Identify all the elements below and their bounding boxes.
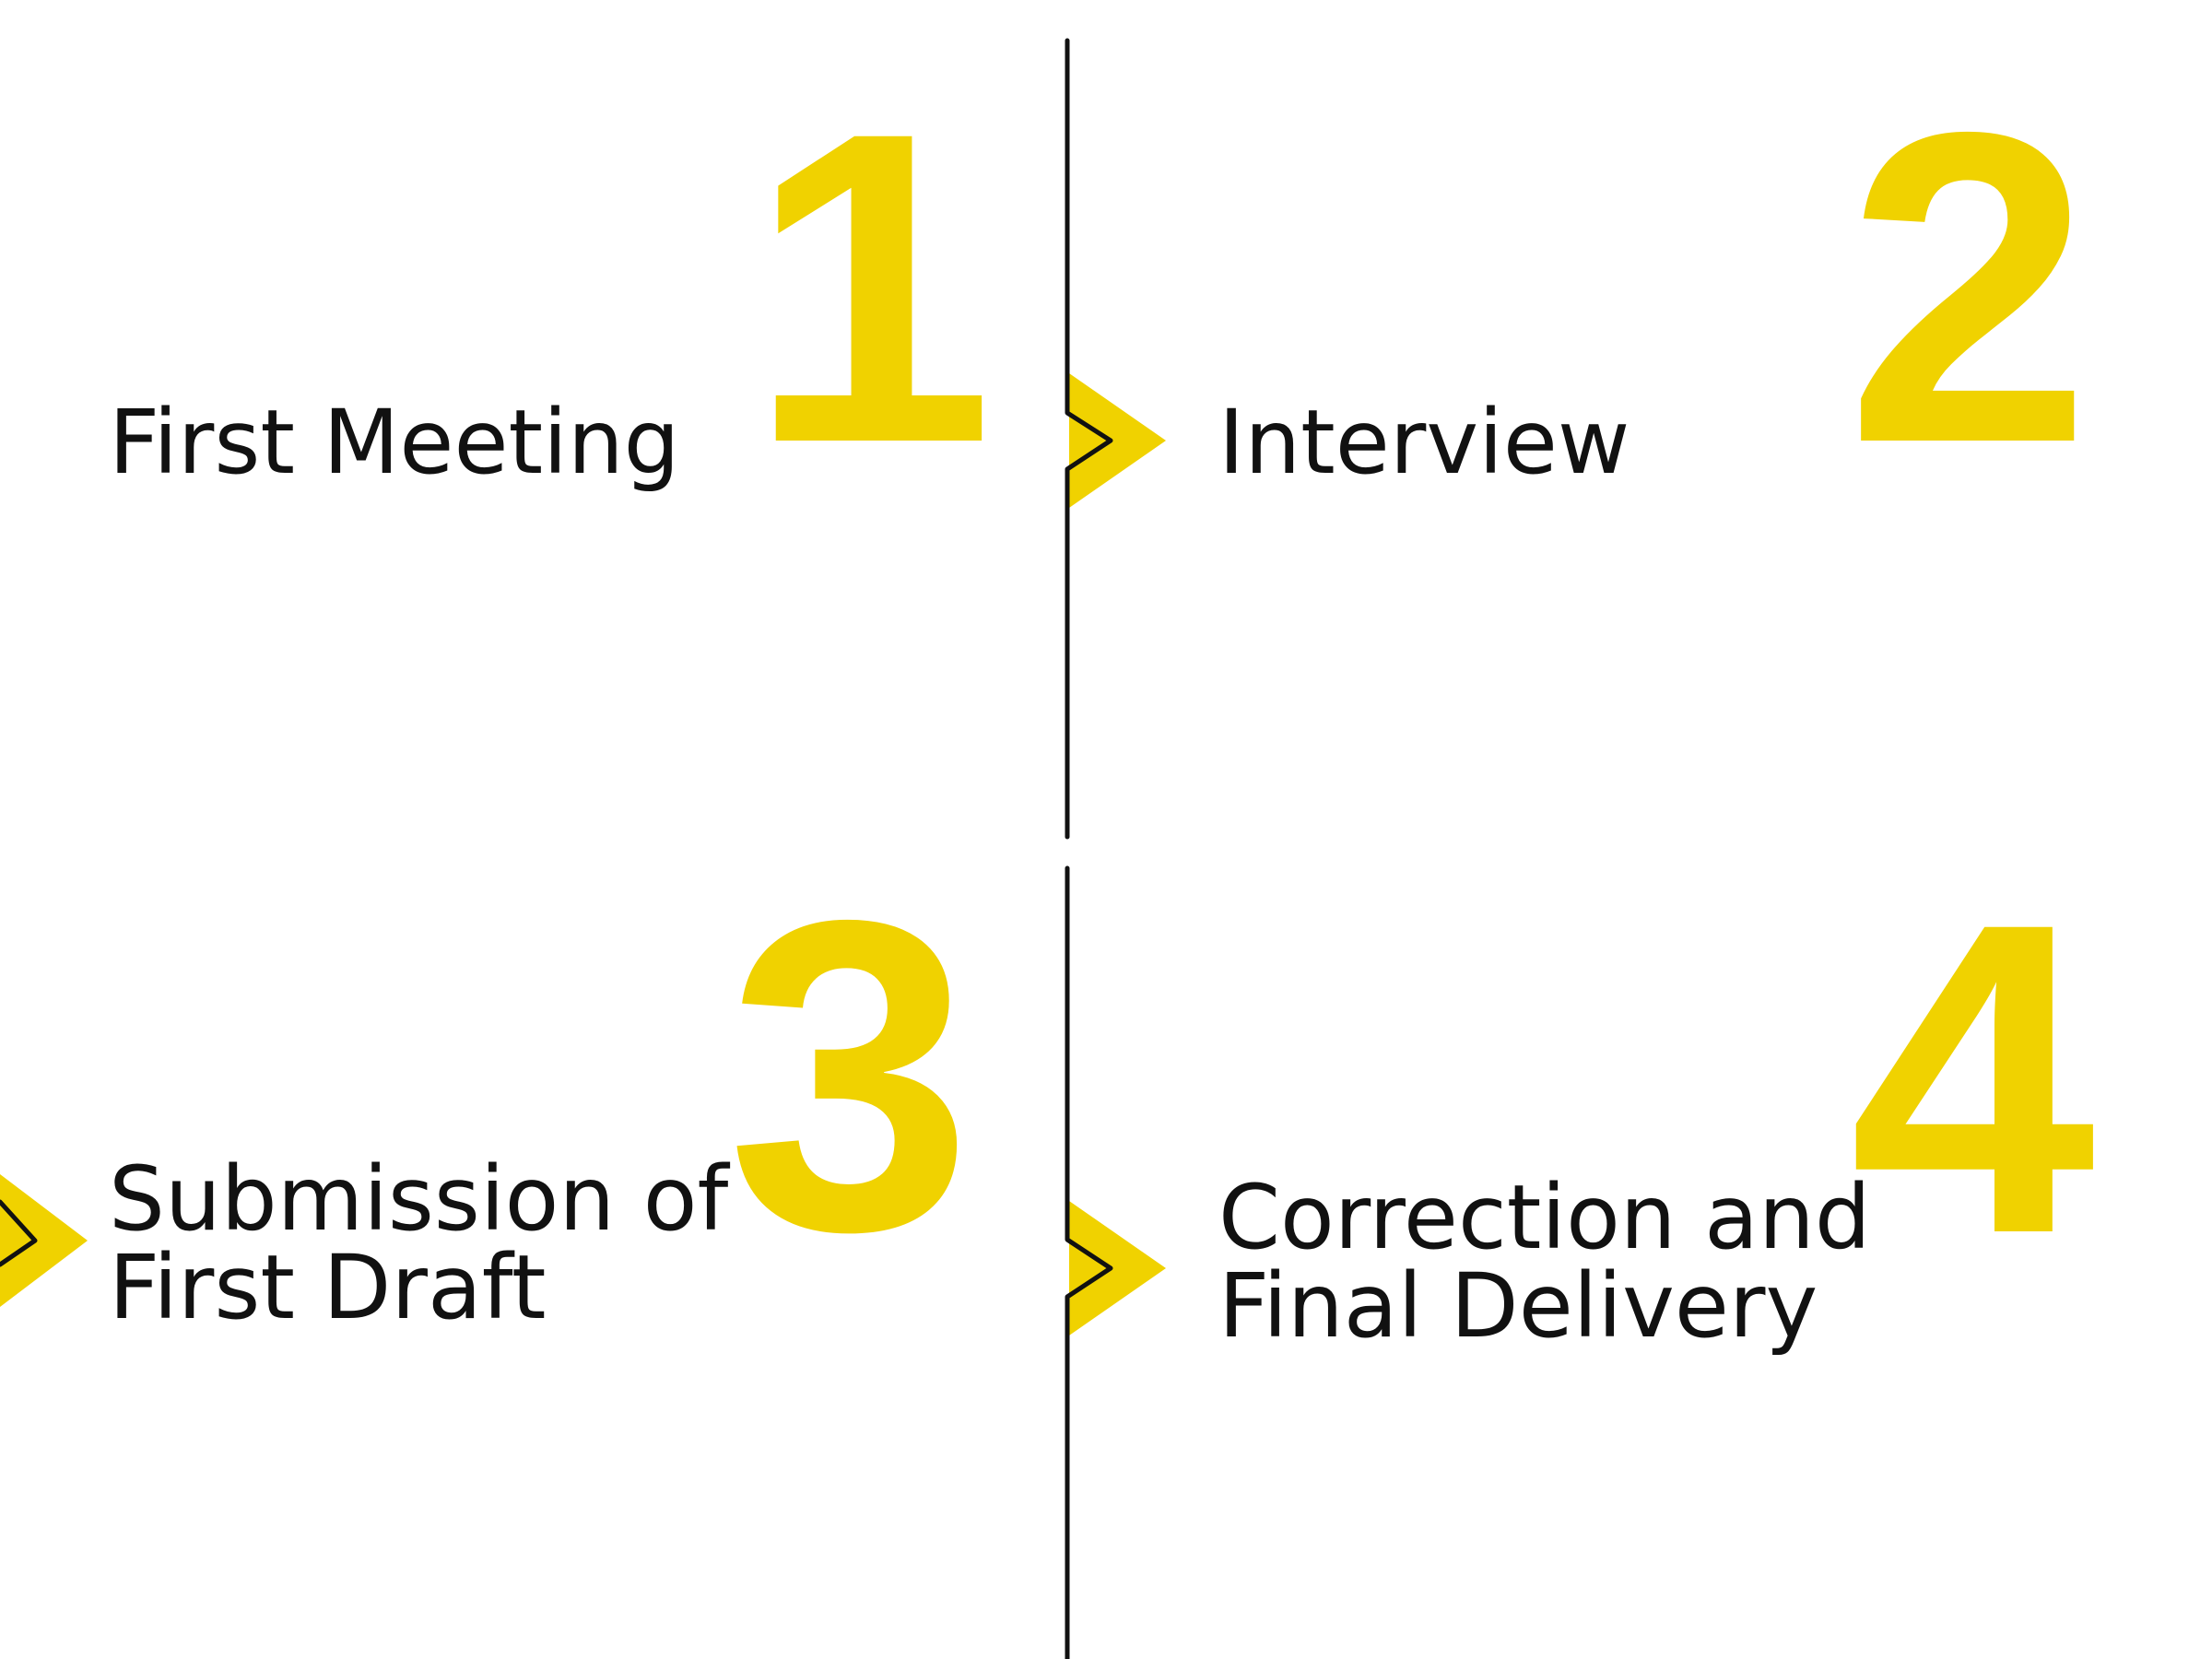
step-label-line: Correction and (1218, 1166, 1871, 1269)
arrow-accent-icon (0, 1174, 88, 1307)
timeline-line (1065, 38, 1113, 840)
step-label: Interview (1218, 391, 1630, 494)
arrow-outline (0, 1199, 38, 1267)
step-number: 3 (727, 828, 973, 1323)
step-label-line: Interview (1218, 391, 1630, 494)
step-label: Submission of First Draft (109, 1147, 757, 1339)
left-edge-arrow (0, 1174, 88, 1307)
step-number: 2 (1846, 40, 2092, 535)
timeline-divider-bottom (1065, 865, 1166, 1659)
step-label-line: First Draft (109, 1236, 547, 1339)
step-1: 1 First Meeting (109, 40, 994, 535)
step-4: 4 Correction and Final Delivery (1218, 830, 2099, 1358)
step-label-line: Submission of (109, 1147, 730, 1251)
step-label-line: Final Delivery (1218, 1254, 1818, 1358)
step-label-line: First Meeting (109, 391, 680, 494)
step-3: 3 Submission of First Draft (109, 828, 972, 1339)
arrow-accent-icon (1069, 373, 1166, 508)
step-2: 2 Interview (1218, 40, 2091, 535)
timeline-line (1065, 865, 1113, 1659)
step-label: First Meeting (109, 391, 680, 494)
arrow-accent-icon (1069, 1201, 1166, 1335)
step-label: Correction and Final Delivery (1218, 1166, 1899, 1358)
step-number: 1 (748, 40, 994, 535)
step-number: 4 (1850, 830, 2099, 1325)
timeline-divider-top (1065, 38, 1166, 840)
